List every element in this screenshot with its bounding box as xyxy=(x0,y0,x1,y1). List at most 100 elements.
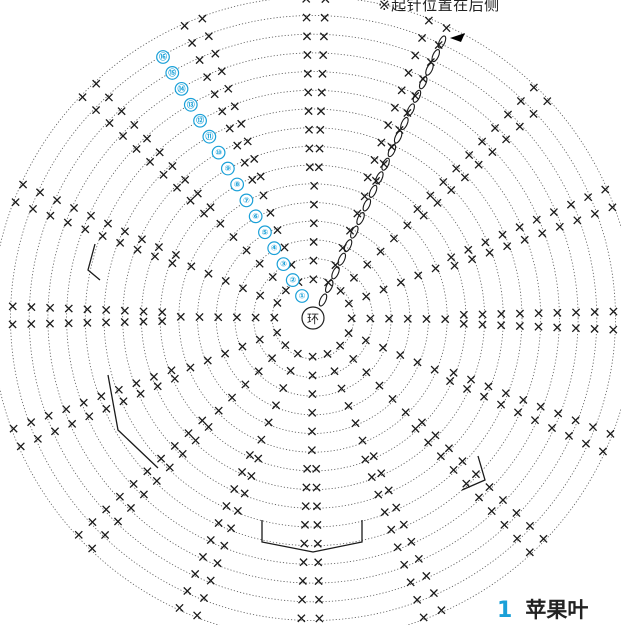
single-crochet-x-icon xyxy=(539,534,548,543)
single-crochet-x-icon xyxy=(496,400,506,409)
single-crochet-x-icon xyxy=(337,384,346,393)
row-number-label: ④ xyxy=(271,244,278,253)
single-crochet-x-icon xyxy=(319,51,328,60)
single-crochet-x-icon xyxy=(62,405,71,414)
single-crochet-x-icon xyxy=(167,366,176,375)
single-crochet-x-icon xyxy=(418,33,427,43)
single-crochet-x-icon xyxy=(172,183,182,192)
single-crochet-x-icon xyxy=(317,88,326,97)
single-crochet-x-icon xyxy=(180,21,189,30)
single-crochet-x-icon xyxy=(590,209,599,218)
single-crochet-x-icon xyxy=(487,507,496,516)
single-crochet-x-icon xyxy=(566,200,576,209)
single-crochet-x-icon xyxy=(466,375,476,384)
single-crochet-x-icon xyxy=(199,209,209,218)
single-crochet-x-icon xyxy=(286,366,295,375)
single-crochet-x-icon xyxy=(458,457,467,466)
single-crochet-x-icon xyxy=(370,155,379,165)
single-crochet-x-icon xyxy=(240,489,249,498)
round-outline xyxy=(159,164,467,472)
single-crochet-x-icon xyxy=(52,196,62,205)
single-crochet-x-icon xyxy=(309,275,318,284)
single-crochet-x-icon xyxy=(447,186,456,195)
single-crochet-x-icon xyxy=(534,309,543,318)
single-crochet-x-icon xyxy=(396,350,405,360)
single-crochet-x-icon xyxy=(78,93,87,102)
single-crochet-x-icon xyxy=(584,193,593,202)
row-number-label: ⑪ xyxy=(205,131,213,141)
single-crochet-x-icon xyxy=(362,292,371,301)
single-crochet-x-icon xyxy=(308,390,317,399)
single-crochet-x-icon xyxy=(248,175,257,184)
single-crochet-x-icon xyxy=(241,380,250,389)
round-outline xyxy=(271,276,355,360)
single-crochet-x-icon xyxy=(345,226,355,235)
single-crochet-x-icon xyxy=(204,422,213,432)
single-crochet-x-icon xyxy=(377,138,386,147)
single-crochet-x-icon xyxy=(314,558,323,567)
single-crochet-x-icon xyxy=(233,141,242,150)
single-crochet-x-icon xyxy=(367,473,376,482)
single-crochet-x-icon xyxy=(150,252,160,261)
single-crochet-x-icon xyxy=(27,319,36,329)
single-crochet-x-icon xyxy=(120,306,129,315)
single-crochet-x-icon xyxy=(459,310,468,319)
single-crochet-x-icon xyxy=(336,286,345,295)
single-crochet-x-icon xyxy=(46,303,55,312)
single-crochet-x-icon xyxy=(27,303,36,312)
single-crochet-x-icon xyxy=(203,73,212,82)
single-crochet-x-icon xyxy=(606,429,615,438)
single-crochet-x-icon xyxy=(536,402,545,411)
chart-caption: 1 苹果叶 xyxy=(497,594,588,624)
stitch-spoke xyxy=(9,328,282,451)
single-crochet-x-icon xyxy=(515,309,525,318)
row-number-marker: ⑧ xyxy=(230,177,245,192)
stitch-spoke xyxy=(302,0,330,284)
single-crochet-x-icon xyxy=(103,219,113,228)
single-crochet-x-icon xyxy=(230,102,239,111)
single-crochet-x-icon xyxy=(102,505,111,514)
single-crochet-x-icon xyxy=(312,464,321,473)
single-crochet-x-icon xyxy=(318,69,327,78)
single-crochet-x-icon xyxy=(64,304,73,313)
single-crochet-x-icon xyxy=(374,490,383,499)
row-number-label: ⑩ xyxy=(215,148,222,157)
single-crochet-x-icon xyxy=(186,363,195,372)
single-crochet-x-icon xyxy=(255,335,264,344)
single-crochet-x-icon xyxy=(488,147,497,157)
single-crochet-x-icon xyxy=(441,315,450,324)
single-crochet-x-icon xyxy=(571,416,580,425)
stitch-spoke xyxy=(344,329,615,456)
single-crochet-x-icon xyxy=(515,321,524,331)
single-crochet-x-icon xyxy=(512,508,521,518)
row-number-label: ⑮ xyxy=(168,67,176,77)
stitch-spoke xyxy=(336,341,548,557)
single-crochet-x-icon xyxy=(474,493,484,502)
single-crochet-x-icon xyxy=(247,471,256,481)
single-crochet-x-icon xyxy=(229,232,238,242)
single-crochet-x-icon xyxy=(301,502,310,511)
round-outline xyxy=(122,127,504,509)
single-crochet-x-icon xyxy=(221,276,230,286)
single-crochet-x-icon xyxy=(88,518,97,527)
single-crochet-x-icon xyxy=(206,203,215,212)
row-number-label: ② xyxy=(289,276,296,285)
single-crochet-x-icon xyxy=(319,32,328,41)
single-crochet-x-icon xyxy=(308,352,317,361)
single-crochet-x-icon xyxy=(302,0,311,3)
single-crochet-x-icon xyxy=(8,320,17,329)
single-crochet-x-icon xyxy=(529,109,538,118)
single-crochet-x-icon xyxy=(581,439,591,448)
single-crochet-x-icon xyxy=(377,469,386,478)
chain-stitch-icon xyxy=(343,239,353,253)
round-outline xyxy=(140,145,486,491)
single-crochet-x-icon xyxy=(218,107,227,116)
single-crochet-x-icon xyxy=(384,486,393,495)
stitch-spoke xyxy=(180,14,303,287)
single-crochet-x-icon xyxy=(16,442,25,451)
single-crochet-x-icon xyxy=(609,307,618,316)
caption-title: 苹果叶 xyxy=(525,598,589,622)
shaping-bracket xyxy=(461,455,486,491)
single-crochet-x-icon xyxy=(413,358,422,367)
single-crochet-x-icon xyxy=(168,259,177,268)
